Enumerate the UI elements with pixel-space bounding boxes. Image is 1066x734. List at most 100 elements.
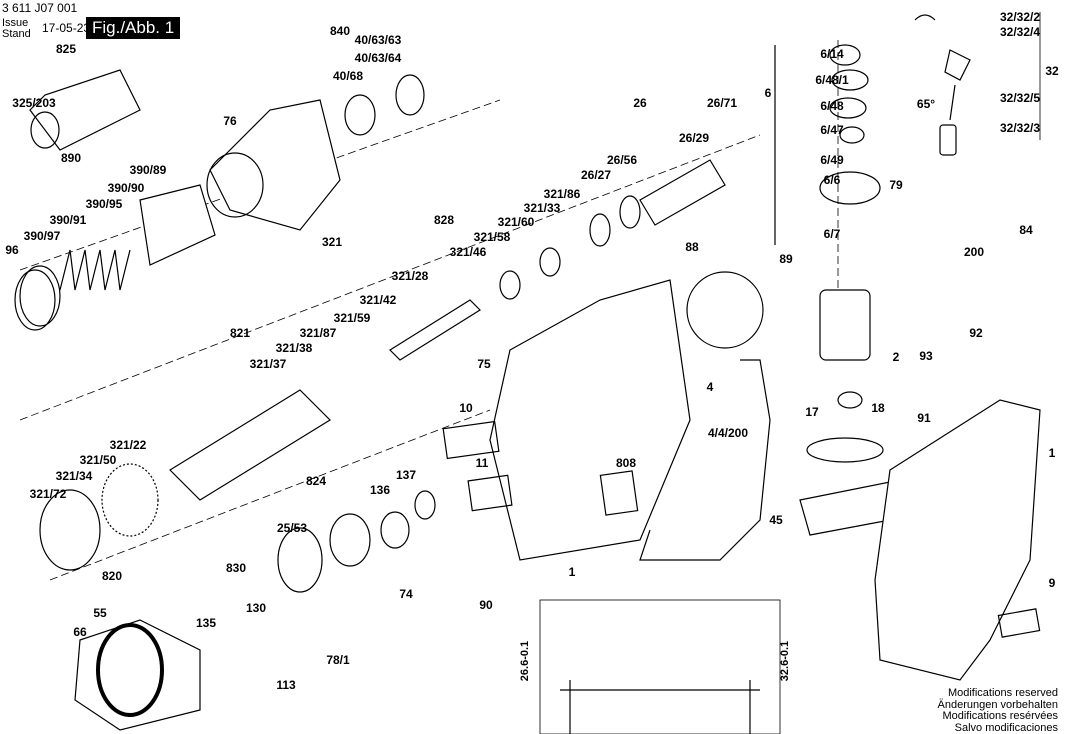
part-number-label: 828 (433, 213, 455, 227)
figure-label: Fig./Abb. 1 (86, 17, 181, 39)
part-number-label: 390/97 (23, 229, 61, 243)
part-number-label: 821 (229, 326, 251, 340)
part-number-label: 136 (369, 483, 391, 497)
part-number-label: 32/32/3 (999, 121, 1041, 135)
part-number-label: 200 (963, 245, 985, 259)
part-number-label: 137 (395, 468, 417, 482)
part-number-label: 55 (93, 606, 107, 620)
part-number-label: 18 (871, 401, 885, 415)
part-number-label: 321/22 (109, 438, 147, 452)
part-number-label: 130 (245, 601, 267, 615)
chuck-part (29, 69, 141, 151)
part-number-label: 74 (399, 587, 413, 601)
part-number-label: 93 (919, 349, 933, 363)
part-number-label: 88 (685, 240, 699, 254)
part-number-label: 75 (477, 357, 491, 371)
part-number-label: 26/56 (606, 153, 638, 167)
part-number-label: 321/46 (449, 245, 487, 259)
part-number-label: 321/60 (497, 215, 535, 229)
part-number-label: 321/33 (523, 201, 561, 215)
part-number-label: 91 (917, 411, 931, 425)
part-number-label: 40/63/63 (354, 33, 402, 47)
part-number-label: 321 (321, 235, 343, 249)
part-number-label: 92 (969, 326, 983, 340)
part-number-label: 808 (615, 456, 637, 470)
notice-line: Änderungen vorbehalten (937, 698, 1058, 711)
part-number-label: 26/29 (678, 131, 710, 145)
part-number-label: 135 (195, 616, 217, 630)
part-number-label: 6/14 (820, 47, 844, 61)
part-number-label: 390/91 (49, 213, 87, 227)
part-number-label: 4 (706, 380, 714, 394)
part-number-label: 390/95 (85, 197, 123, 211)
part-number-label: 79 (889, 178, 903, 192)
issue-label-de: Stand (2, 28, 31, 40)
part-number-label: 90 (479, 598, 493, 612)
part-number-label: 321/50 (79, 453, 117, 467)
angle-label: 65° (916, 97, 936, 111)
part-number-label: 825 (55, 42, 77, 56)
part-number-label: 840 (329, 24, 351, 38)
part-number-label: 2 (892, 350, 900, 364)
part-number-label: 32/32/5 (999, 91, 1041, 105)
part-number-label: 6/7 (823, 227, 841, 241)
part-number-label: 26/71 (706, 96, 738, 110)
part-number-label: 6/48/1 (815, 73, 849, 87)
part-number-label: 9 (1048, 576, 1056, 590)
part-number-label: 10 (459, 401, 473, 415)
part-number-label: 26 (633, 96, 647, 110)
part-number-label: 321/28 (391, 269, 429, 283)
part-number-label: 820 (101, 569, 123, 583)
part-number-label: 25/53 (276, 521, 308, 535)
part-number-label: 11 (475, 456, 489, 470)
part-number-label: 325/203 (12, 96, 56, 110)
part-number-label: 6 (764, 86, 772, 100)
part-number-label: 40/63/64 (354, 51, 402, 65)
part-number-label: 26/27 (580, 168, 612, 182)
part-number-label: 321/59 (333, 311, 371, 325)
part-number-label: 321/37 (249, 357, 287, 371)
part-number-label: 390/89 (129, 163, 167, 177)
notice-line: Modifications resérvées (942, 710, 1058, 722)
part-number-label: 32/32/4 (999, 25, 1041, 39)
part-number-label: 45 (769, 513, 783, 527)
part-number-label: 6/47 (820, 123, 844, 137)
issue-date: 17-05-23 (42, 21, 91, 35)
dimension-label: 32.6-0.1 (779, 640, 792, 682)
part-number-label: 1 (568, 565, 576, 579)
part-number-label: 66 (73, 625, 87, 639)
notice-line: Salvo modificaciones (954, 721, 1058, 734)
part-number-label: 321/58 (473, 230, 511, 244)
part-number-label: 96 (5, 243, 19, 257)
part-number-label: 89 (779, 252, 793, 266)
part-number-label: 830 (225, 561, 247, 575)
part-number-label: 6/48 (820, 99, 844, 113)
part-number-label: 84 (1019, 223, 1033, 237)
part-number-label: 6/6 (823, 173, 841, 187)
part-number-label: 890 (60, 151, 82, 165)
part-number-label: 824 (305, 474, 327, 488)
part-number-label: 1 (1048, 446, 1056, 460)
part-number-label: 321/34 (55, 469, 93, 483)
part-number-label: 32 (1045, 64, 1059, 78)
part-number-label: 321/72 (29, 487, 67, 501)
part-number-label: 6/49 (820, 153, 844, 167)
part-number-label: 113 (276, 678, 296, 692)
part-number-label: 321/42 (359, 293, 397, 307)
document-number: 3 611 J07 001 (2, 1, 78, 15)
part-number-label: 390/90 (107, 181, 145, 195)
part-number-label: 321/38 (275, 341, 313, 355)
part-number-label: 76 (223, 114, 237, 128)
part-number-label: 321/86 (543, 187, 581, 201)
assembly-axes (19, 40, 839, 581)
part-number-label: 40/68 (332, 69, 364, 83)
part-number-label: 78/1 (326, 653, 350, 667)
dimension-label: 26.6-0.1 (519, 640, 532, 682)
issue-label-en: Issue (2, 17, 29, 29)
part-number-label: 32/32/2 (999, 10, 1041, 24)
part-number-label: 17 (805, 405, 819, 419)
part-number-label: 4/4/200 (707, 426, 749, 440)
